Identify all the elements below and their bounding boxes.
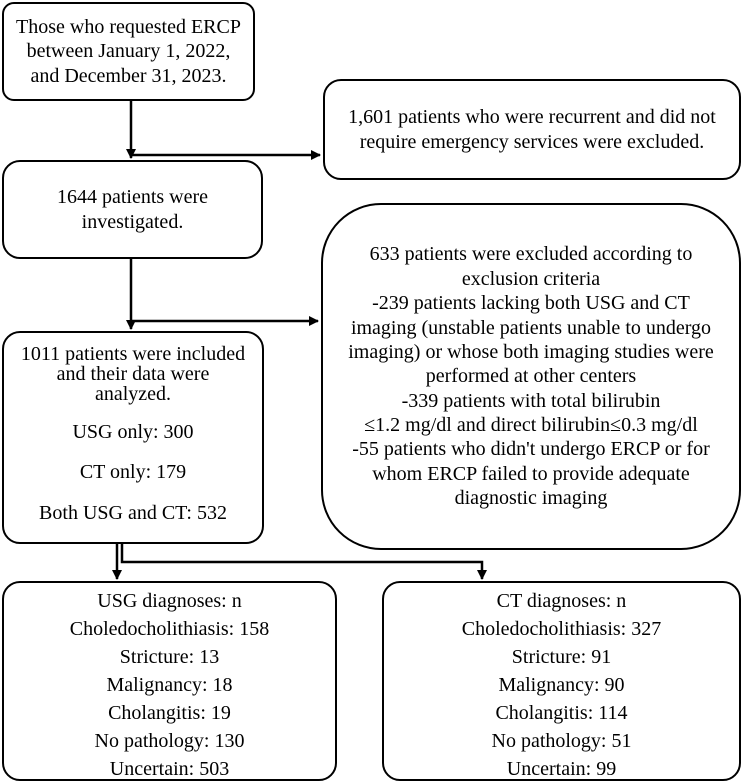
excluded-criteria-line: 633 patients were excluded according to (369, 243, 693, 266)
excluded-recurrent-line: 1,601 patients who were recurrent and di… (348, 106, 716, 129)
ct-diagnosis-item: Uncertain: 99 (506, 758, 617, 780)
ct-only-count: CT only: 179 (79, 461, 187, 484)
excluded-criteria-line: -55 patients who didn't undergo ERCP or … (352, 438, 710, 461)
excluded-criteria-line: imaging) or whose both imaging studies w… (348, 340, 714, 363)
usg-diagnosis-item: Uncertain: 503 (109, 758, 230, 780)
excluded-criteria-box: 633 patients were excluded according to … (321, 203, 741, 550)
usg-diagnoses-box: USG diagnoses: n Choledocholithiasis: 15… (2, 581, 337, 781)
included-box: 1011 patients were included and their da… (2, 331, 264, 544)
included-line: and their data were (56, 363, 210, 385)
usg-diagnoses-title: USG diagnoses: n (97, 590, 242, 612)
ct-diagnosis-item: Cholangitis: 114 (495, 702, 628, 724)
usg-only-count: USG only: 300 (72, 421, 194, 443)
investigated-line: investigated. (81, 210, 184, 233)
usg-diagnosis-item: No pathology: 130 (94, 730, 245, 752)
investigated-box: 1644 patients were investigated. (2, 160, 263, 259)
excluded-criteria-line: diagnostic imaging (454, 487, 608, 510)
excluded-criteria-line: whom ERCP failed to provide adequate (372, 462, 690, 485)
usg-diagnosis-item: Malignancy: 18 (106, 674, 233, 696)
excluded-criteria-line: -239 patients lacking both USG and CT (372, 292, 690, 315)
ct-diagnosis-item: Stricture: 91 (511, 646, 612, 668)
usg-diagnosis-item: Stricture: 13 (119, 646, 220, 668)
both-count: Both USG and CT: 532 (39, 501, 227, 524)
excluded-criteria-line: ≤1.2 mg/dl and direct bilirubin≤0.3 mg/d… (364, 414, 698, 437)
ct-diagnosis-item: No pathology: 51 (491, 730, 632, 752)
investigated-line: 1644 patients were (56, 186, 209, 209)
excluded-criteria-line: imaging (unstable patients unable to und… (350, 316, 712, 339)
included-line: 1011 patients were included (20, 343, 246, 365)
start-line: and December 31, 2023. (30, 64, 227, 87)
usg-diagnosis-item: Cholangitis: 19 (108, 702, 231, 724)
excluded-criteria-line: performed at other centers (425, 365, 637, 388)
start-box: Those who requested ERCP between January… (2, 2, 255, 101)
start-line: between January 1, 2022, (26, 40, 231, 63)
arrow-included-to-ct (120, 544, 487, 580)
start-line: Those who requested ERCP (16, 15, 241, 38)
excluded-criteria-line: -339 patients with total bilirubin (401, 389, 661, 412)
included-line: analyzed. (94, 383, 172, 405)
ct-diagnosis-item: Malignancy: 90 (498, 674, 625, 696)
excluded-recurrent-box: 1,601 patients who were recurrent and di… (323, 79, 741, 180)
excluded-recurrent-line: require emergency services were excluded… (359, 130, 705, 153)
excluded-criteria-line: exclusion criteria (461, 267, 601, 290)
included-heading: 1011 patients were included and their da… (21, 344, 245, 404)
ct-diagnosis-item: Choledocholithiasis: 327 (461, 618, 662, 640)
ct-diagnoses-box: CT diagnoses: n Choledocholithiasis: 327… (382, 581, 741, 781)
usg-diagnosis-item: Choledocholithiasis: 158 (69, 618, 270, 640)
ct-diagnoses-title: CT diagnoses: n (496, 590, 627, 612)
